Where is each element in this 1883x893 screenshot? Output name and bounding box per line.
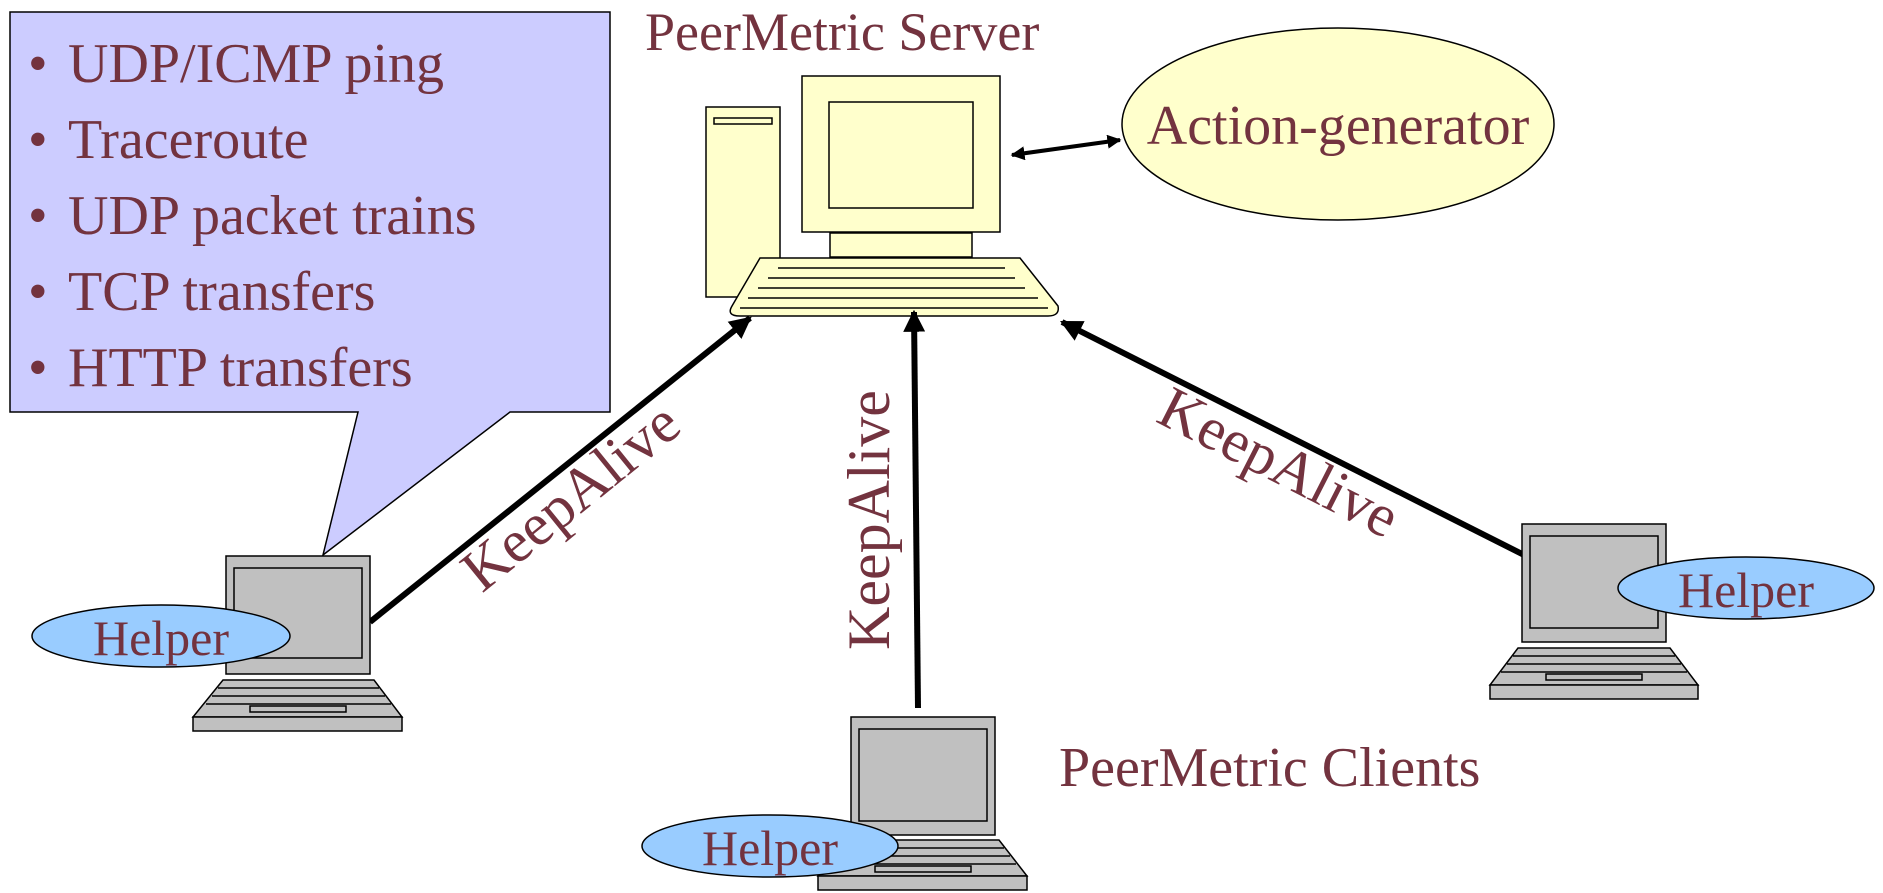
callout-bullet-1: • bbox=[28, 33, 48, 95]
callout-bullet-4: • bbox=[28, 261, 48, 323]
callout-item-tcp-transfers: TCP transfers bbox=[68, 261, 375, 323]
action-generator-label: Action-generator bbox=[1147, 95, 1530, 157]
callout-bullet-3: • bbox=[28, 185, 48, 247]
server-computer-icon bbox=[705, 75, 1060, 317]
clients-title: PeerMetric Clients bbox=[1059, 737, 1480, 799]
measurement-callout: • UDP/ICMP ping • Traceroute • UDP packe… bbox=[9, 11, 611, 557]
callout-item-udp-icmp-ping: UDP/ICMP ping bbox=[68, 33, 444, 95]
callout-bullet-5: • bbox=[28, 337, 48, 399]
server-title: PeerMetric Server bbox=[645, 2, 1039, 62]
callout-bubble bbox=[9, 11, 611, 557]
callout-item-udp-packet-trains: UDP packet trains bbox=[68, 185, 477, 247]
keepalive-arrow-left bbox=[368, 315, 752, 625]
helper-left: Helper bbox=[31, 604, 291, 668]
helper-right-label: Helper bbox=[1678, 562, 1814, 618]
callout-bullet-2: • bbox=[28, 109, 48, 171]
helper-right: Helper bbox=[1617, 556, 1875, 620]
keepalive-label-center: KeepAlive bbox=[836, 390, 902, 650]
client-laptop-right-icon bbox=[1488, 523, 1700, 700]
helper-center-label: Helper bbox=[702, 820, 838, 876]
callout-item-http-transfers: HTTP transfers bbox=[68, 337, 413, 399]
callout-item-traceroute: Traceroute bbox=[68, 109, 309, 171]
keepalive-arrow-center bbox=[903, 309, 926, 709]
action-generator: Action-generator bbox=[1121, 27, 1555, 221]
keepalive-label-right: KeepAlive bbox=[1148, 374, 1410, 551]
keepalive-arrow-right bbox=[1060, 319, 1526, 558]
server-action-generator-arrow bbox=[1010, 134, 1122, 161]
helper-left-label: Helper bbox=[93, 610, 229, 666]
client-laptop-center-icon bbox=[816, 716, 1029, 891]
helper-center: Helper bbox=[641, 814, 899, 878]
